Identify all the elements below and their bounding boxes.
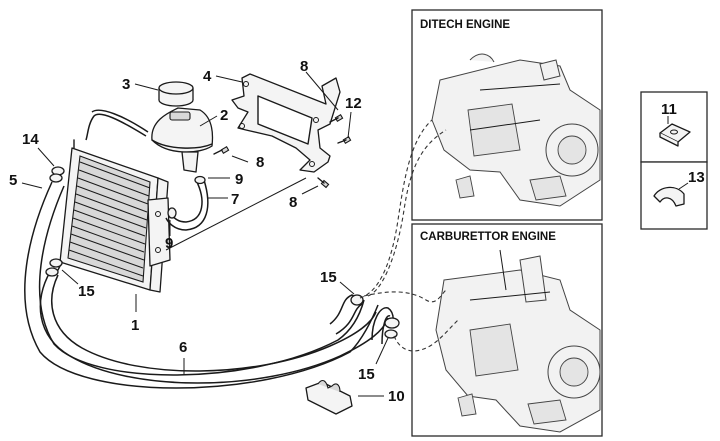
callout-4: 4 (203, 68, 212, 85)
ditech-engine-panel: DITECH ENGINE (411, 9, 603, 221)
part-13-hose-clip (653, 182, 689, 207)
overflow-tube (85, 113, 147, 141)
mounting-bracket (231, 73, 341, 173)
callout-6: 6 (179, 339, 187, 356)
hose-5-and-6 (24, 181, 394, 389)
tank-cap (158, 81, 194, 107)
callout-8b: 8 (256, 154, 264, 171)
leader-bracket-radiator (165, 177, 307, 251)
part-11-speed-nut (659, 116, 691, 147)
hose-clamps (45, 166, 400, 339)
callout-15c: 15 (358, 366, 375, 383)
ditech-engine-drawing (431, 53, 601, 207)
screw-12 (337, 136, 352, 144)
callout-14: 14 (22, 131, 39, 148)
callout-7: 7 (231, 191, 239, 208)
callout-1: 1 (131, 317, 139, 334)
callout-11: 11 (661, 101, 677, 118)
callout-2: 2 (220, 107, 228, 124)
hose-holder (305, 379, 353, 415)
engine-connection-dashes (359, 119, 459, 352)
callout-15a: 15 (78, 283, 95, 300)
expansion-tank (151, 107, 214, 173)
screw-8-tank (213, 146, 230, 155)
screw-8-top (329, 114, 344, 123)
carburettor-engine-drawing (435, 249, 601, 433)
callout-labels: 1 2 3 4 5 6 7 8 8 8 9 9 10 12 14 15 15 1… (9, 58, 405, 405)
callout-8c: 8 (289, 194, 297, 211)
ditech-engine-title: DITECH ENGINE (420, 19, 510, 31)
callout-9a: 9 (235, 171, 243, 188)
callout-3: 3 (122, 76, 130, 93)
tank-hose (165, 175, 209, 231)
callout-5: 5 (9, 172, 17, 189)
screw-8-bottom (317, 177, 330, 189)
leader-lines (21, 71, 389, 397)
radiator-core-fins (68, 161, 151, 277)
callout-15b: 15 (320, 269, 337, 286)
callout-10: 10 (388, 388, 405, 405)
small-parts-inset: 11 13 (640, 91, 708, 230)
callout-9b: 9 (165, 235, 173, 252)
carburettor-engine-panel: CARBURETTOR ENGINE (411, 223, 603, 437)
callout-12: 12 (345, 95, 362, 112)
screws (213, 114, 352, 189)
radiator (57, 139, 171, 293)
carburettor-engine-title: CARBURETTOR ENGINE (420, 231, 556, 243)
callout-8a: 8 (300, 58, 308, 75)
callout-13: 13 (688, 169, 705, 186)
